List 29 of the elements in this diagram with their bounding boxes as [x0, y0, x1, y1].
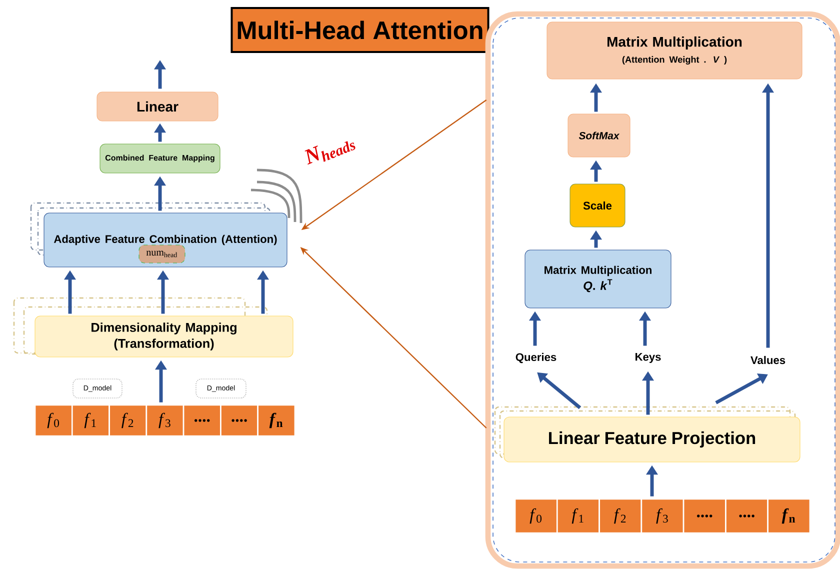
feature-cell: .... — [182, 404, 222, 437]
title-box: Multi-Head Attention — [230, 7, 490, 53]
feature-cell: f$_{2}$ — [108, 404, 148, 437]
feature-cell: f$_{2}$ — [598, 498, 642, 534]
feature-cell: f$_{1}$ — [71, 404, 110, 437]
feature-cell: f$_{n}$ — [767, 498, 811, 534]
head-count-box: num$_{head}$ — [138, 244, 186, 264]
vector-label: Keys — [636, 353, 661, 363]
feature-cell: .... — [220, 404, 259, 437]
feature-cell: f$_{0}$ — [34, 404, 73, 437]
process-box: Scale — [570, 184, 626, 228]
process-box: SoftMax — [568, 114, 630, 158]
feature-cell: f$_{n}$ — [257, 404, 296, 437]
feature-cell: f$_{3}$ — [146, 404, 184, 437]
feature-cell: .... — [682, 498, 726, 534]
feature-cell: f$_{3}$ — [640, 498, 684, 534]
process-box: Linear Feature Projection — [504, 416, 800, 462]
vector-label: Values — [750, 356, 786, 364]
container-box — [485, 11, 840, 569]
feature-cell: .... — [725, 498, 769, 534]
feature-cell: f$_{1}$ — [556, 498, 600, 534]
vector-label: Queries — [516, 352, 556, 364]
process-box: Combined Feature Mapping — [100, 144, 220, 174]
feature-cell: f$_{0}$ — [514, 498, 558, 534]
process-box: Dimensionality Mapping (Transformation) — [34, 316, 294, 358]
head-count-label: N$_{heads}$ — [304, 141, 356, 165]
process-box: Matrix Multiplication (Attention Weight . V ) — [546, 22, 802, 80]
process-box: Linear — [96, 92, 218, 122]
process-box: Matrix Multiplication Q. k$^{T}$ — [524, 250, 672, 308]
